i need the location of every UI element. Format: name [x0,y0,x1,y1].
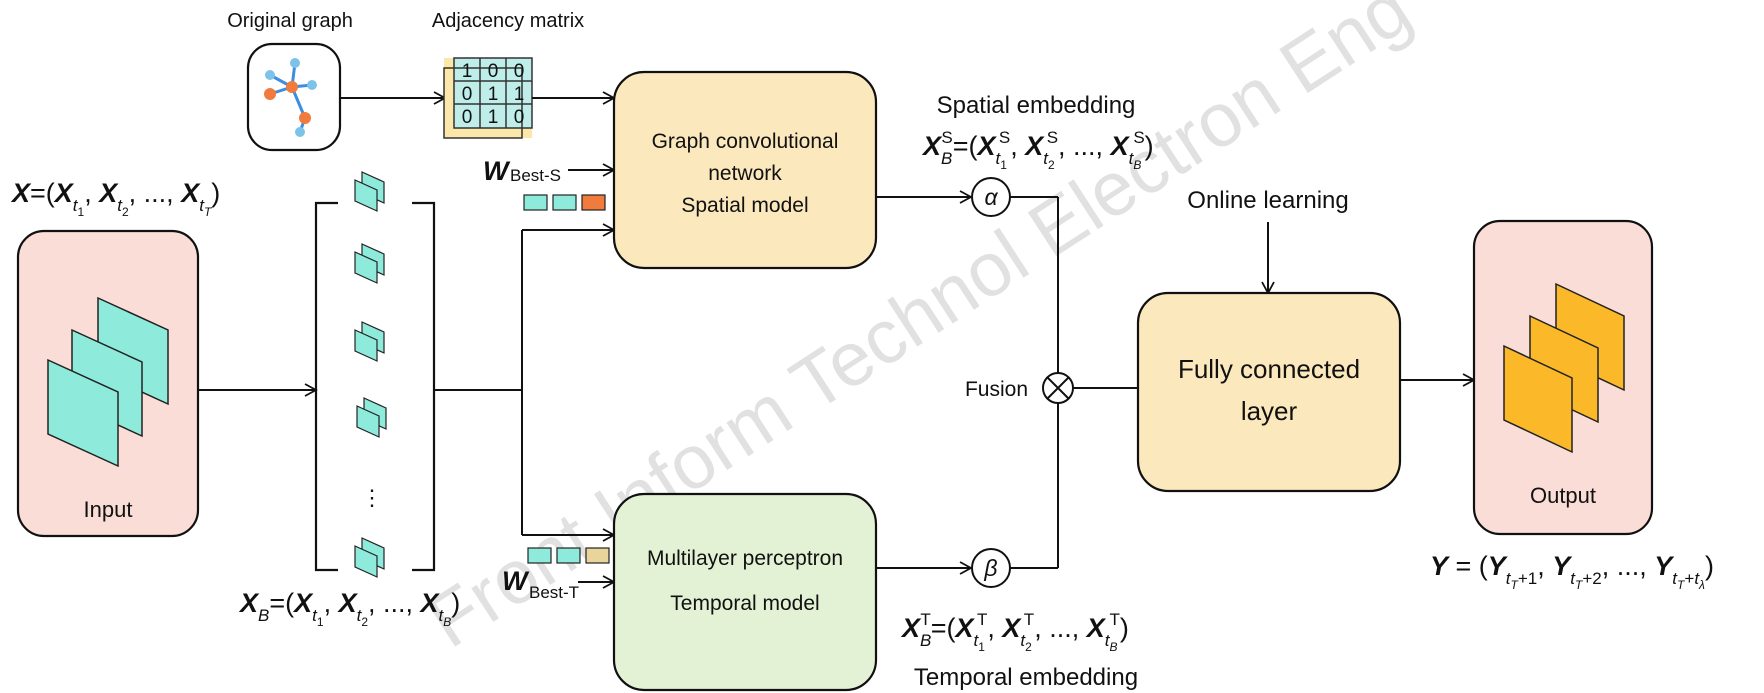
w-best-s-subscript: Best-S [510,166,561,185]
spatial-embedding-label: Spatial embedding [937,92,1136,119]
y-output-formula: Y = (YtT+1, YtT+2, ..., YtT+tλ) [1430,551,1714,592]
temporal-embedding-formula: XBT=(Xt1T, Xt2T, ..., XtBT) [900,610,1129,654]
matrix-cell: 1 [514,84,525,105]
gcn-label-line1: Graph convolutional [652,130,839,153]
w-best-t-symbol: W [502,566,530,596]
fusion-label: Fusion [965,378,1028,401]
matrix-cell: 0 [462,107,473,128]
mlp-box [612,492,878,692]
batch-bracket-left [314,201,338,572]
matrix-cell: 0 [488,61,499,82]
fc-layer-box [1136,291,1402,493]
vertical-ellipsis: ⋮ [361,485,383,510]
graph-node [290,58,300,68]
gcn-label-line2: network [708,162,782,185]
original-graph-label: Original graph [227,10,353,32]
matrix-cell: 0 [462,84,473,105]
weight-bar-t [527,547,610,564]
graph-node [299,112,311,124]
spatial-embedding-formula: XBS=(Xt1S, Xt2S, ..., XtBS) [921,128,1154,172]
matrix-cell: 1 [488,107,499,128]
gcn-box [612,70,878,270]
output-label: Output [1530,483,1596,508]
beta-symbol: β [983,555,997,581]
xb-batch-formula: XB=(Xt1, Xt2, ..., XtB) [238,588,460,629]
output-tiles-icon [1503,282,1625,454]
graph-node [264,88,276,100]
adjacency-matrix-label: Adjacency matrix [432,10,584,32]
input-tiles-icon [47,296,169,468]
fusion-cross-icon [1046,376,1070,400]
input-label: Input [84,497,133,522]
temporal-embedding-label: Temporal embedding [914,664,1138,691]
batch-tiles-icon [354,171,387,578]
matrix-cell: 1 [462,61,473,82]
gcn-label-line3: Spatial model [681,194,808,217]
mlp-label-line2: Temporal model [670,592,819,615]
matrix-cell: 0 [514,107,525,128]
graph-node [295,127,305,137]
graph-node [286,81,298,93]
w-best-s-symbol: W [483,156,511,186]
weight-bar-s [523,194,606,211]
w-best-t-subscript: Best-T [529,583,579,602]
mlp-label-line1: Multilayer perceptron [647,547,843,570]
online-learning-label: Online learning [1187,187,1348,214]
adjacency-matrix [443,57,533,139]
fc-label-line1: Fully connected [1178,354,1360,384]
batch-bracket-right [412,201,436,572]
x-sequence-formula: X=(Xt1, Xt2, ..., XtT) [10,178,220,219]
matrix-cell: 0 [514,61,525,82]
graph-node [265,70,275,80]
fc-label-line2: layer [1241,396,1298,426]
graph-node [307,80,317,90]
matrix-cell: 1 [488,84,499,105]
alpha-symbol: α [984,184,998,210]
